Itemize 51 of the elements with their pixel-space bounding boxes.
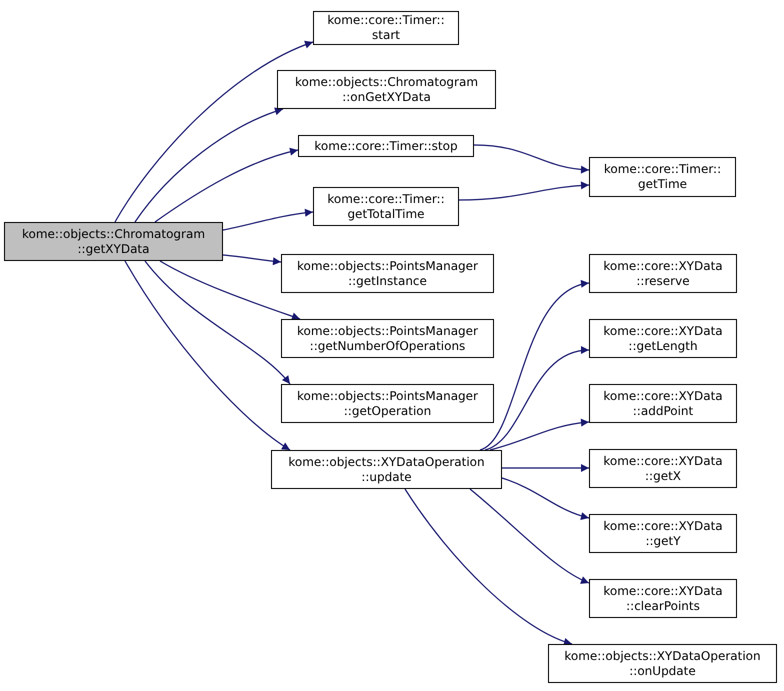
function-box: [298, 135, 474, 157]
call-arrow: [474, 144, 590, 174]
function-name: kome::objects::XYDataOperation ::onUpdate: [563, 648, 762, 678]
function-name: kome::core::XYData ::getLength: [602, 324, 724, 354]
function-box: [589, 157, 736, 197]
function-box: [589, 514, 737, 553]
function-name: kome::core::XYData ::addPoint: [602, 388, 724, 418]
call-arrow: [222, 208, 314, 231]
call-arrow: [502, 477, 590, 520]
call-arrow: [160, 260, 300, 320]
function-box: [313, 187, 459, 226]
function-name: kome::core::Timer:: start: [326, 13, 446, 43]
call-arrow: [490, 418, 590, 451]
function-box: [4, 222, 223, 261]
call-arrow: [502, 464, 589, 472]
function-box: [271, 450, 502, 489]
function-name: kome::objects::PointsManager ::getInstance: [296, 258, 479, 288]
function-name: kome::core::Timer::stop: [314, 138, 458, 154]
function-name: kome::objects::Chromatogram ::onGetXYData: [294, 74, 480, 104]
function-box: [548, 644, 777, 683]
function-name: kome::core::Timer:: getTime: [602, 162, 722, 192]
function-name: kome::objects::PointsManager ::getOperation: [296, 388, 479, 418]
function-name: kome::core::Timer:: getTotalTime: [326, 192, 446, 222]
function-name: kome::core::XYData ::getY: [602, 518, 724, 548]
function-box: [281, 384, 494, 423]
call-arrow: [404, 488, 572, 646]
function-box: [277, 70, 496, 109]
function-name: kome::core::XYData ::clearPoints: [602, 584, 724, 614]
function-box: [589, 449, 737, 488]
function-name: kome::objects::XYDataOperation ::update: [287, 454, 486, 484]
function-name: kome::core::XYData ::getX: [602, 454, 724, 484]
call-arrow: [134, 108, 284, 222]
function-name: kome::core::XYData ::reserve: [602, 258, 724, 288]
call-arrow: [222, 254, 282, 266]
call-arrow: [470, 488, 590, 584]
call-arrow: [114, 41, 314, 222]
call-arrow: [458, 182, 590, 201]
function-box: [589, 254, 737, 293]
function-name: kome::objects::Chromatogram ::getXYData: [20, 226, 206, 256]
function-box: [313, 11, 459, 45]
call-arrow: [124, 260, 290, 450]
call-arrow: [154, 148, 298, 222]
function-box: [589, 384, 737, 423]
call-arrow: [480, 281, 590, 451]
call-arrow: [484, 347, 590, 451]
function-box: [589, 579, 737, 618]
function-box: [281, 254, 494, 293]
function-box: [281, 319, 494, 358]
function-box: [589, 319, 737, 358]
call-arrow: [144, 260, 290, 384]
function-name: kome::objects::PointsManager ::getNumberOfOperations: [296, 324, 479, 354]
